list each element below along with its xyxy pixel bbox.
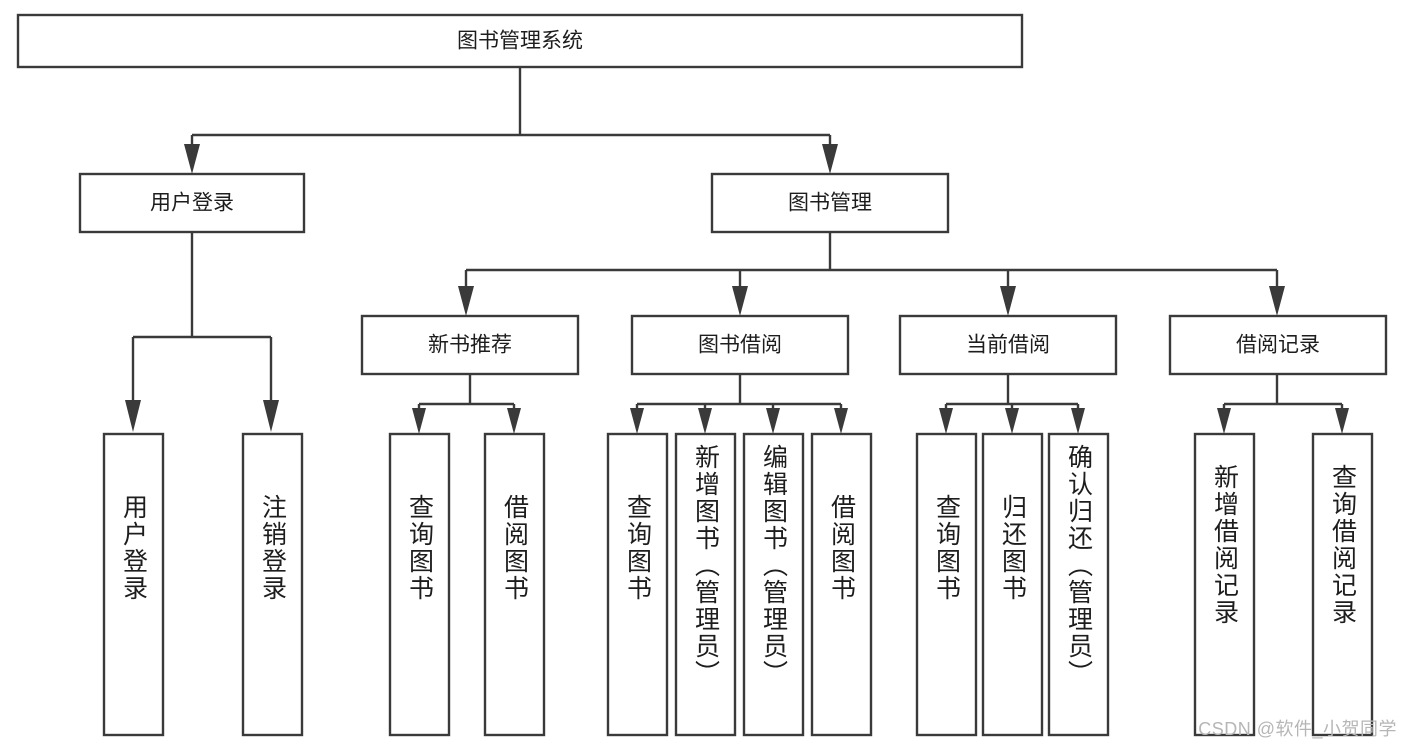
node-book-manage-label: 图书管理 xyxy=(788,192,872,215)
node-current-borrow-box[interactable] xyxy=(898,314,1118,376)
node-user-login-box[interactable] xyxy=(78,172,306,234)
leaf-box-cb-confirm-return[interactable] xyxy=(1047,432,1110,737)
connector-group-borrow-book-to-leaves xyxy=(630,374,848,434)
node-borrow-record-label: 借阅记录 xyxy=(1236,334,1320,357)
node-borrow-record-box[interactable] xyxy=(1168,314,1388,376)
arrow-head-br-query xyxy=(1335,408,1349,434)
node-root[interactable]: 图书管理系统 xyxy=(16,13,1024,69)
arrow-head-borrow-record xyxy=(1269,286,1285,316)
leaf-box-user-login[interactable] xyxy=(102,432,165,737)
leaf-box-br-query-record[interactable] xyxy=(1311,432,1374,737)
connector-group-borrow-record-to-leaves xyxy=(1217,374,1349,434)
csdn-watermark: CSDN @软件_小贺同学 xyxy=(1198,719,1397,739)
connector-group-user-login-to-leaves xyxy=(125,232,279,432)
node-new-book-box[interactable] xyxy=(360,314,580,376)
connector-group-new-book-to-leaves xyxy=(412,374,521,434)
node-level2-book-manage[interactable]: 图书管理 xyxy=(710,172,950,234)
arrow-head-bb-borrow xyxy=(834,408,848,434)
node-user-login-label: 用户登录 xyxy=(150,192,234,215)
arrow-head-leaf-user-login xyxy=(125,400,141,432)
node-new-book-label: 新书推荐 xyxy=(428,334,512,357)
leaf-box-br-add-record[interactable] xyxy=(1193,432,1256,737)
node-root-box[interactable] xyxy=(16,13,1024,69)
leaf-box-logout[interactable] xyxy=(241,432,304,737)
leaf-box-cb-return-book[interactable] xyxy=(981,432,1044,737)
arrow-head-nb-borrow xyxy=(507,408,521,434)
arrow-head-bb-edit xyxy=(766,408,780,434)
leaf-box-nb-query-book[interactable] xyxy=(388,432,451,737)
arrow-head-current-borrow xyxy=(1000,286,1016,316)
arrow-head-cb-query xyxy=(939,408,953,434)
arrow-head-book-manage xyxy=(822,144,838,174)
arrow-head-nb-query xyxy=(412,408,426,434)
leaf-box-cb-query-book[interactable] xyxy=(915,432,978,737)
leaf-box-bb-add-book[interactable] xyxy=(674,432,737,737)
arrow-head-br-add xyxy=(1217,408,1231,434)
arrow-head-user-login xyxy=(184,144,200,174)
node-current-borrow-label: 当前借阅 xyxy=(966,334,1050,357)
node-book-manage-box[interactable] xyxy=(710,172,950,234)
arrow-head-new-book xyxy=(458,286,474,316)
leaf-box-bb-query-book[interactable] xyxy=(606,432,669,737)
node-level3-borrow-book[interactable]: 图书借阅 xyxy=(630,314,850,376)
node-level3-borrow-record[interactable]: 借阅记录 xyxy=(1168,314,1388,376)
arrow-head-bb-query xyxy=(630,408,644,434)
arrow-head-cb-return xyxy=(1005,408,1019,434)
connector-group-book-manage-to-level3 xyxy=(458,232,1285,316)
connector-group-root-to-level2 xyxy=(184,67,838,174)
node-borrow-book-label: 图书借阅 xyxy=(698,334,782,357)
arrow-head-leaf-logout xyxy=(263,400,279,432)
node-root-label: 图书管理系统 xyxy=(457,30,583,53)
arrow-head-bb-add xyxy=(698,408,712,434)
leaf-box-bb-edit-book[interactable] xyxy=(742,432,805,737)
leaf-box-nb-borrow-book[interactable] xyxy=(483,432,546,737)
node-level2-user-login[interactable]: 用户登录 xyxy=(78,172,306,234)
node-borrow-book-box[interactable] xyxy=(630,314,850,376)
node-level3-current-borrow[interactable]: 当前借阅 xyxy=(898,314,1118,376)
node-level3-new-book[interactable]: 新书推荐 xyxy=(360,314,580,376)
connector-group-current-borrow-to-leaves xyxy=(939,374,1085,434)
leaf-box-bb-borrow-book[interactable] xyxy=(810,432,873,737)
arrow-head-borrow-book xyxy=(732,286,748,316)
arrow-head-cb-confirm xyxy=(1071,408,1085,434)
